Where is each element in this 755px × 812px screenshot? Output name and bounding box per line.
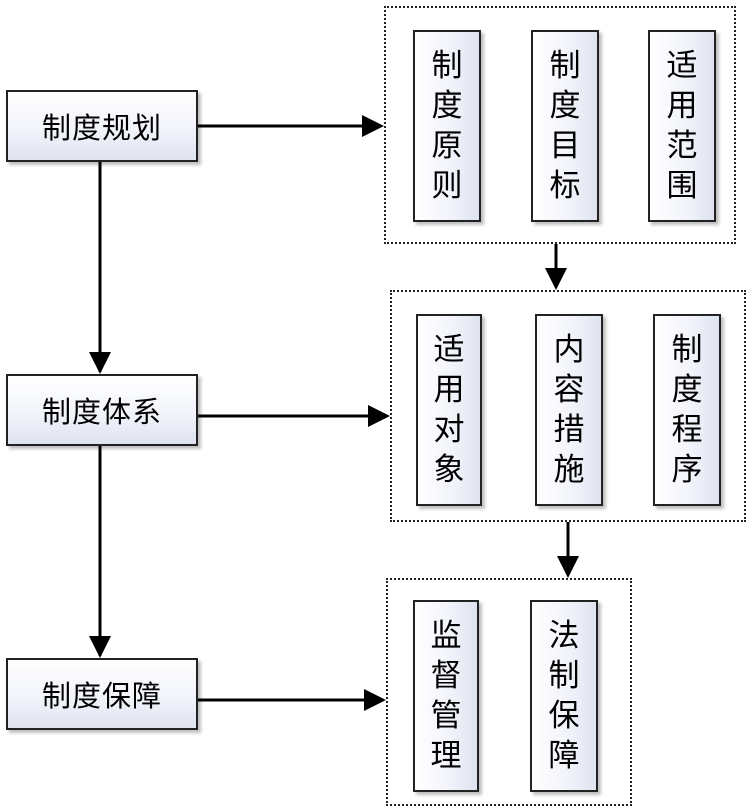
node-supervision: 监督管理: [413, 600, 479, 792]
node-measures-label: 内容措施: [553, 332, 585, 488]
node-procedure: 制度程序: [653, 314, 721, 506]
node-procedure-label: 制度程序: [671, 332, 703, 488]
node-goal: 制度目标: [531, 30, 599, 222]
node-principle: 制度原则: [413, 30, 481, 222]
node-goal-label: 制度目标: [549, 48, 581, 204]
node-principle-label: 制度原则: [431, 48, 463, 204]
node-measures: 内容措施: [535, 314, 603, 506]
node-scope-label: 适用范围: [666, 48, 698, 204]
box-system: 制度体系: [6, 374, 198, 446]
node-supervision-label: 监督管理: [430, 618, 462, 774]
box-guarantee: 制度保障: [6, 658, 198, 730]
node-legal-label: 法制保障: [548, 618, 580, 774]
box-system-label: 制度体系: [41, 395, 162, 429]
node-legal: 法制保障: [530, 600, 598, 792]
node-scope: 适用范围: [648, 30, 716, 222]
box-planning-label: 制度规划: [41, 111, 162, 145]
box-planning: 制度规划: [6, 90, 198, 162]
node-target-label: 适用对象: [433, 332, 465, 488]
box-guarantee-label: 制度保障: [41, 679, 162, 713]
node-target: 适用对象: [416, 314, 482, 506]
